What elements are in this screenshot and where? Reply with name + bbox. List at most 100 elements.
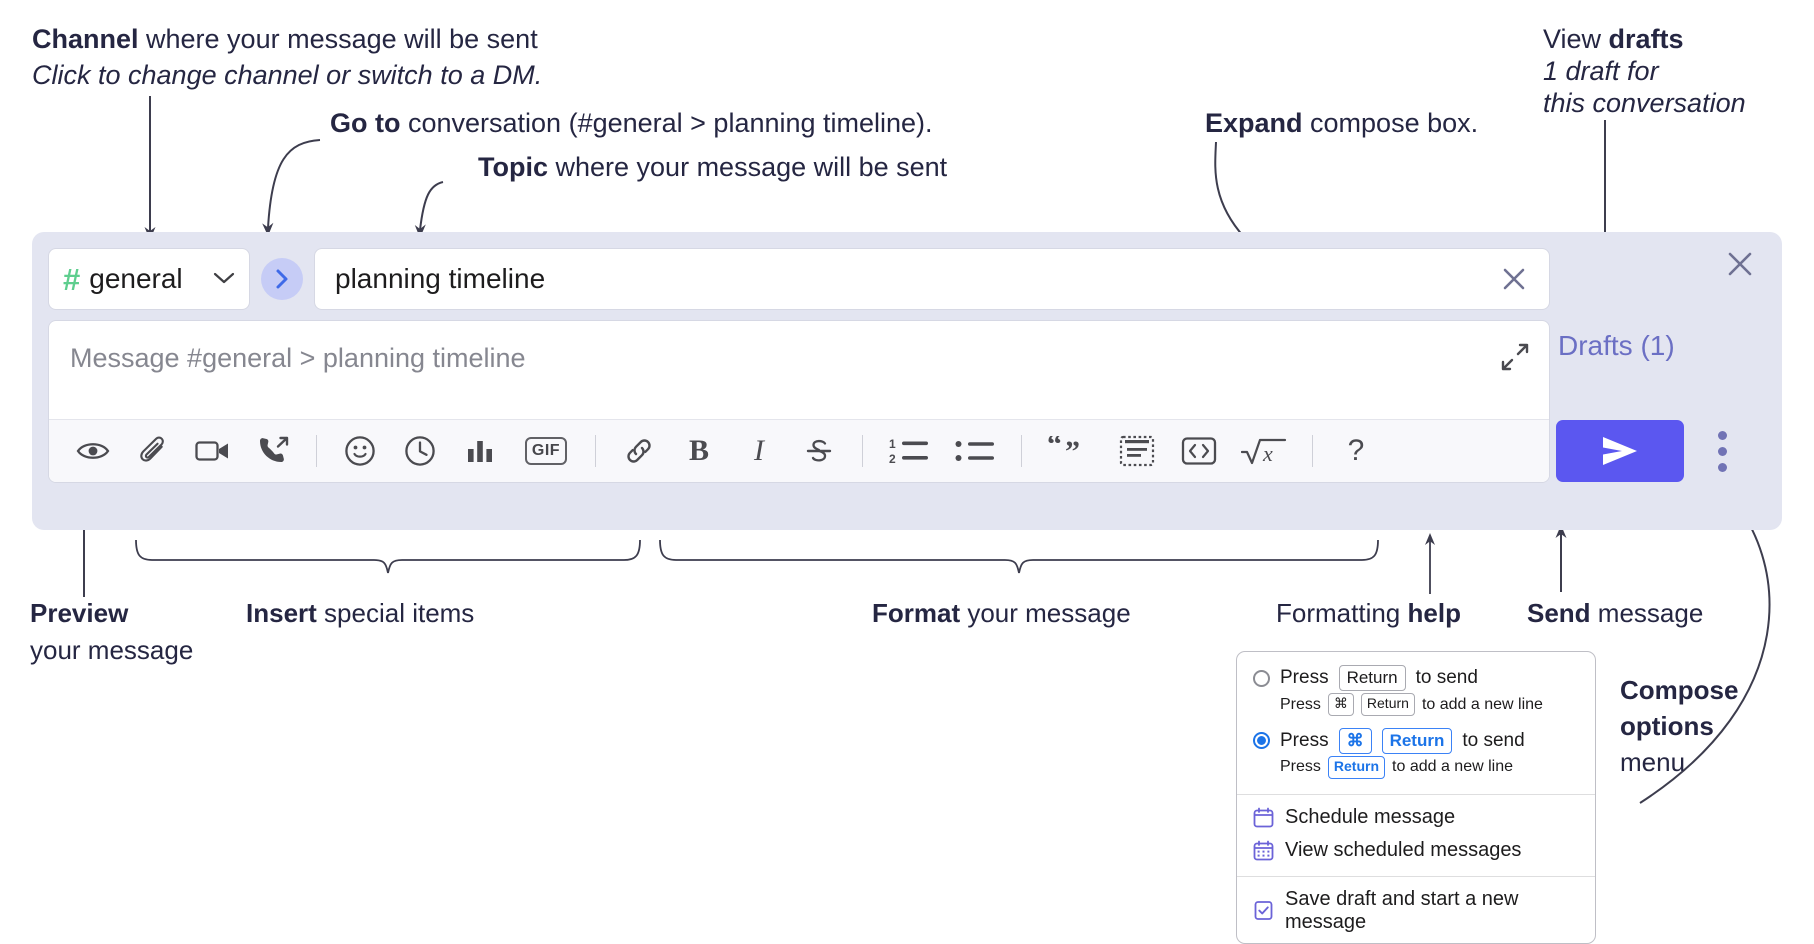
menu-item-schedule-message[interactable]: Schedule message xyxy=(1237,801,1595,834)
annotation-preview-rest: your message xyxy=(30,635,194,665)
annotation-drafts-line3: this conversation xyxy=(1543,86,1746,121)
chevron-down-icon xyxy=(213,270,235,288)
video-camera-icon[interactable] xyxy=(190,428,236,474)
channel-name-label: general xyxy=(89,263,183,294)
message-box: Message #general > planning timeline xyxy=(48,320,1550,483)
send-button[interactable] xyxy=(1556,420,1684,482)
link-icon[interactable] xyxy=(616,428,662,474)
poll-bar-chart-icon[interactable] xyxy=(457,428,503,474)
annotation-insert-rest: special items xyxy=(316,598,475,628)
send-option-cmd-return[interactable]: Press ⌘ Return to send xyxy=(1237,722,1595,754)
code-inline-icon[interactable] xyxy=(1176,428,1222,474)
bold-label: B xyxy=(688,434,709,467)
formatting-toolbar: GIF B I xyxy=(49,419,1549,482)
option1-sub-tail: to add a new line xyxy=(1421,695,1543,713)
send-option-return-hint: Press ⌘ Return to add a new line xyxy=(1237,691,1595,722)
menu-item-view-scheduled-messages[interactable]: View scheduled messages xyxy=(1237,834,1595,867)
radio-unselected[interactable] xyxy=(1253,669,1270,687)
bulleted-list-icon[interactable] xyxy=(949,428,1001,474)
annotation-topic-rest: where your message will be sent xyxy=(548,152,948,182)
option2-key-cmd: ⌘ xyxy=(1338,727,1372,754)
annotation-expand: Expand compose box. xyxy=(1205,106,1478,141)
menu-item-label: Schedule message xyxy=(1285,805,1456,828)
italic-label: I xyxy=(754,434,764,467)
channel-selector[interactable]: # general xyxy=(48,248,250,310)
help-icon[interactable]: ? xyxy=(1333,428,1379,474)
menu-item-save-draft[interactable]: Save draft and start a new message xyxy=(1237,883,1595,939)
ordered-list-icon[interactable]: 1 2 xyxy=(883,428,935,474)
drafts-link[interactable]: Drafts (1) xyxy=(1558,330,1675,361)
annotation-channel: Channel where your message will be sent xyxy=(32,22,538,57)
option1-sub-key-return: Return xyxy=(1360,693,1415,716)
annotation-channel-sub: Click to change channel or switch to a D… xyxy=(32,58,542,93)
option2-key-return: Return xyxy=(1381,727,1453,754)
emoji-icon[interactable] xyxy=(337,428,383,474)
option2-sub-press: Press xyxy=(1280,758,1321,776)
annotation-goto: Go to conversation (#general > planning … xyxy=(330,106,933,141)
math-icon[interactable]: x xyxy=(1236,428,1292,474)
clear-topic-button[interactable] xyxy=(1497,262,1531,296)
expand-diagonal-icon xyxy=(1501,343,1529,371)
message-input[interactable]: Message #general > planning timeline xyxy=(49,321,1549,419)
annotation-drafts-line2: 1 draft for xyxy=(1543,54,1659,89)
annotation-format-rest: your message xyxy=(960,598,1131,628)
annotation-goto-rest: conversation (#general > planning timeli… xyxy=(400,108,933,138)
send-option-return[interactable]: Press Return to send xyxy=(1237,662,1595,692)
italic-icon[interactable]: I xyxy=(736,428,782,474)
svg-text:1: 1 xyxy=(889,437,896,451)
annotation-compose-options-plain: menu xyxy=(1620,747,1686,777)
strikethrough-icon[interactable] xyxy=(796,428,842,474)
annotation-compose-options-1: Compose xyxy=(1620,674,1738,708)
kebab-dot xyxy=(1717,446,1727,456)
expand-compose-button[interactable] xyxy=(1497,339,1533,375)
annotation-compose-options-2: options xyxy=(1620,710,1714,744)
message-placeholder: Message #general > planning timeline xyxy=(70,343,526,373)
close-icon xyxy=(1503,268,1525,290)
annotation-send-bold: Send xyxy=(1527,598,1591,628)
close-icon xyxy=(1728,252,1752,276)
calendar-grid-icon xyxy=(1253,840,1274,861)
gif-icon[interactable]: GIF xyxy=(517,428,575,474)
annotation-preview-line1: Preview xyxy=(30,597,128,631)
close-compose-button[interactable] xyxy=(1722,246,1758,282)
eye-icon[interactable] xyxy=(70,428,116,474)
annotation-format: Format your message xyxy=(872,597,1131,631)
paperclip-icon[interactable] xyxy=(130,428,176,474)
compose-options-menu: Press Return to send Press ⌘ Return to a… xyxy=(1236,651,1596,944)
option1-sub-press: Press xyxy=(1280,695,1321,713)
code-block-icon[interactable] xyxy=(1112,428,1162,474)
help-label: ? xyxy=(1347,434,1365,467)
toolbar-divider xyxy=(316,435,317,467)
annotation-format-bold: Format xyxy=(872,598,961,628)
annotation-compose-options-3: menu xyxy=(1620,746,1685,780)
compose-header-row: # general planning timeline xyxy=(48,248,1550,310)
menu-item-label: View scheduled messages xyxy=(1285,838,1522,861)
annotation-insert-bold: Insert xyxy=(246,598,317,628)
topic-input[interactable]: planning timeline xyxy=(314,248,1550,310)
toolbar-divider xyxy=(595,435,596,467)
annotation-insert: Insert special items xyxy=(246,597,474,631)
annotation-drafts-italic-1: 1 draft for xyxy=(1543,56,1659,86)
chevron-right-icon xyxy=(276,269,288,289)
annotation-expand-rest: compose box. xyxy=(1302,108,1479,138)
document-check-icon xyxy=(1253,900,1274,921)
gif-label: GIF xyxy=(524,437,568,465)
menu-divider xyxy=(1237,875,1595,877)
option2-sub-tail: to add a new line xyxy=(1392,758,1514,776)
annotation-drafts-bold: drafts xyxy=(1608,24,1684,54)
blockquote-icon[interactable]: “ ” xyxy=(1042,428,1098,474)
send-option-cmd-return-hint: Press Return to add a new line xyxy=(1237,754,1595,785)
radio-selected[interactable] xyxy=(1253,732,1270,750)
clock-icon[interactable] xyxy=(397,428,443,474)
option1-tail: to send xyxy=(1415,667,1478,689)
menu-divider xyxy=(1237,793,1595,795)
annotation-drafts-plain: View xyxy=(1543,24,1609,54)
phone-forward-icon[interactable] xyxy=(250,428,296,474)
annotation-help: Formatting help xyxy=(1276,597,1461,631)
svg-text:x: x xyxy=(1262,441,1273,466)
annotation-expand-bold: Expand xyxy=(1205,108,1303,138)
go-to-conversation-button[interactable] xyxy=(261,258,303,300)
bold-icon[interactable]: B xyxy=(676,428,722,474)
svg-text:”: ” xyxy=(1065,436,1080,466)
compose-options-button[interactable] xyxy=(1702,422,1742,480)
